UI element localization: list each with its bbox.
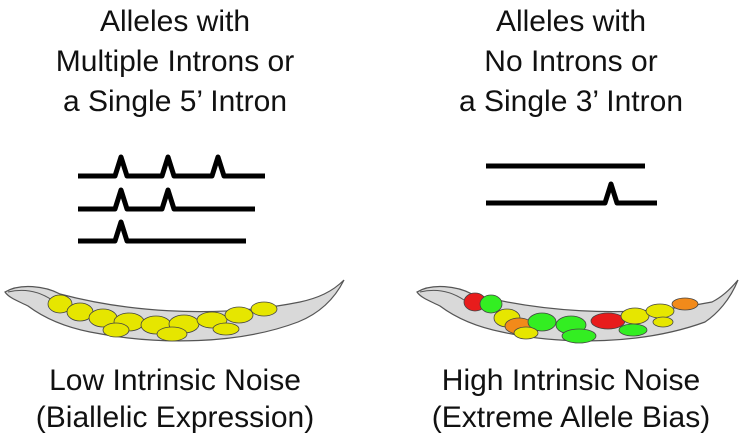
cell — [479, 294, 503, 314]
cell — [561, 328, 597, 344]
gene-models-few-introns — [486, 163, 657, 206]
cell — [590, 312, 626, 330]
right-illustration — [416, 163, 739, 344]
cell — [671, 297, 699, 311]
left-illustration — [4, 154, 345, 342]
cell — [527, 312, 557, 332]
left-caption-line-2: (Biallelic Expression) — [35, 401, 315, 434]
gene-model-two-introns — [78, 187, 255, 212]
left-caption: Low Intrinsic Noise (Biallelic Expressio… — [0, 362, 350, 436]
right-panel: Alleles with No Introns or a Single 3’ I… — [395, 0, 747, 448]
cell — [618, 323, 648, 337]
right-title-line-1: Alleles with — [495, 5, 647, 38]
cell — [250, 301, 278, 317]
worm-body — [4, 279, 345, 342]
cell-group — [47, 294, 278, 342]
left-panel: Alleles with Multiple Introns or a Singl… — [0, 0, 350, 448]
left-title-line-2: Multiple Introns or — [55, 45, 295, 78]
worm-biallelic-expression — [4, 279, 345, 342]
right-caption: High Intrinsic Noise (Extreme Allele Bia… — [395, 362, 747, 436]
cell — [620, 307, 650, 325]
left-title-line-3: a Single 5’ Intron — [62, 85, 288, 118]
gene-model-single-5prime-intron — [78, 219, 246, 244]
left-title-line-1: Alleles with — [99, 5, 251, 38]
worm-allele-biased-expression — [416, 279, 739, 344]
cell — [102, 322, 130, 338]
right-caption-line-2: (Extreme Allele Bias) — [431, 401, 711, 434]
right-title: Alleles with No Introns or a Single 3’ I… — [395, 2, 747, 122]
cell — [47, 294, 73, 314]
right-title-line-2: No Introns or — [484, 45, 658, 78]
gene-model-three-introns — [78, 154, 265, 179]
left-title: Alleles with Multiple Introns or a Singl… — [0, 2, 350, 122]
cell — [645, 303, 675, 319]
cell — [212, 322, 240, 336]
cell-group — [463, 292, 699, 344]
worm-pharynx — [419, 289, 465, 301]
right-title-line-3: a Single 3’ Intron — [458, 85, 684, 118]
left-caption-line-1: Low Intrinsic Noise — [49, 364, 301, 397]
cell — [513, 326, 539, 340]
cell — [156, 326, 188, 342]
worm-pharynx — [7, 289, 53, 301]
cell — [652, 316, 674, 328]
gene-model-single-3prime-intron — [486, 181, 657, 206]
gene-models-multiple-introns — [78, 154, 265, 244]
right-caption-line-1: High Intrinsic Noise — [441, 364, 701, 397]
cell — [224, 306, 254, 324]
